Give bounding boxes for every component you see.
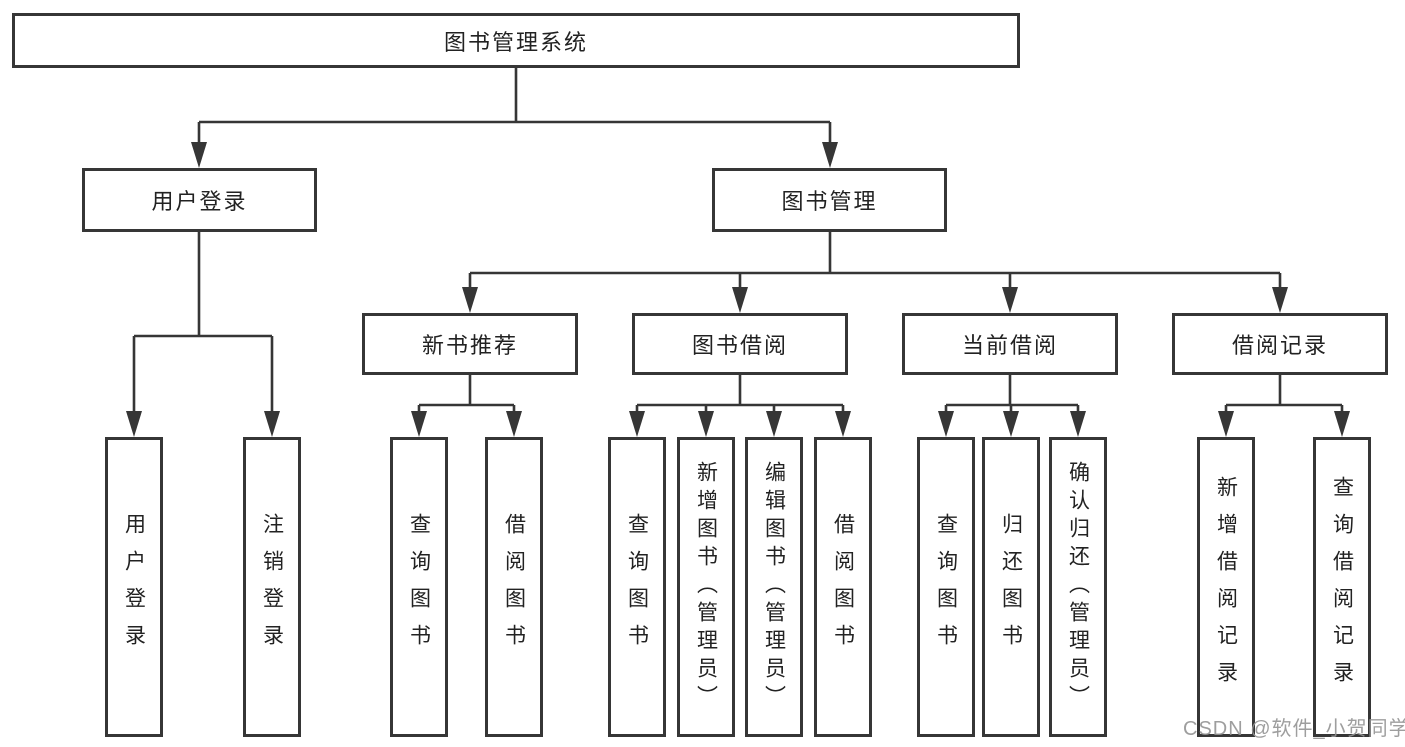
leaf-current-return-label: 归还图书	[999, 513, 1023, 661]
leaf-record-add: 新增借阅记录	[1197, 437, 1255, 737]
node-root-label: 图书管理系统	[443, 29, 588, 55]
arrowhead	[629, 411, 645, 437]
leaf-user-login-label: 用户登录	[122, 513, 146, 661]
leaf-current-query: 查询图书	[917, 437, 975, 737]
connector-book-borrow	[635, 375, 845, 415]
arrowhead	[766, 411, 782, 437]
arrowhead	[1218, 411, 1234, 437]
leaf-newbook-borrow: 借阅图书	[485, 437, 543, 737]
connector-borrow-record	[1224, 375, 1344, 415]
arrowhead	[126, 411, 142, 437]
leaf-borrow-edit-label: 编辑图书（管理员）	[762, 461, 786, 713]
arrowhead	[1002, 287, 1018, 313]
leaf-current-return: 归还图书	[982, 437, 1040, 737]
arrowhead	[1272, 287, 1288, 313]
node-borrow-record-label: 借阅记录	[1231, 333, 1328, 358]
leaf-borrow-query-label: 查询图书	[625, 513, 649, 661]
arrowhead	[1334, 411, 1350, 437]
node-book-mgmt-label: 图书管理	[781, 189, 878, 214]
leaf-current-confirm: 确认归还（管理员）	[1049, 437, 1107, 737]
arrowhead	[1070, 411, 1086, 437]
arrowhead	[506, 411, 522, 437]
connector-new-book	[417, 375, 516, 415]
leaf-borrow-borrow: 借阅图书	[814, 437, 872, 737]
arrowhead	[698, 411, 714, 437]
leaf-record-query: 查询借阅记录	[1313, 437, 1371, 737]
leaf-user-login: 用户登录	[105, 437, 163, 737]
arrowhead	[1003, 411, 1019, 437]
arrowhead	[264, 411, 280, 437]
leaf-record-query-label: 查询借阅记录	[1330, 476, 1354, 698]
leaf-borrow-edit: 编辑图书（管理员）	[745, 437, 803, 737]
node-current-borrow-label: 当前借阅	[961, 333, 1058, 358]
node-new-book: 新书推荐	[362, 313, 578, 375]
connector-current-borrow	[944, 375, 1080, 415]
leaf-newbook-borrow-label: 借阅图书	[502, 513, 526, 661]
leaf-newbook-query-label: 查询图书	[407, 513, 431, 661]
arrowhead	[462, 287, 478, 313]
node-user-login: 用户登录	[82, 168, 317, 232]
arrowhead	[732, 287, 748, 313]
leaf-current-query-label: 查询图书	[934, 513, 958, 661]
leaf-logout: 注销登录	[243, 437, 301, 737]
node-book-borrow: 图书借阅	[632, 313, 848, 375]
leaf-current-confirm-label: 确认归还（管理员）	[1066, 461, 1090, 713]
arrowhead	[411, 411, 427, 437]
connector-root-to-level2	[197, 68, 832, 146]
csdn-watermark: CSDN @软件_小贺同学	[1183, 718, 1405, 740]
connector-book-mgmt	[468, 232, 1282, 291]
leaf-borrow-add-label: 新增图书（管理员）	[694, 461, 718, 713]
leaf-record-add-label: 新增借阅记录	[1214, 476, 1238, 698]
arrowhead	[822, 142, 838, 168]
node-book-borrow-label: 图书借阅	[691, 333, 788, 358]
node-current-borrow: 当前借阅	[902, 313, 1118, 375]
arrowhead	[191, 142, 207, 168]
node-user-login-label: 用户登录	[151, 189, 248, 214]
node-new-book-label: 新书推荐	[421, 333, 518, 358]
node-borrow-record: 借阅记录	[1172, 313, 1388, 375]
arrowhead	[835, 411, 851, 437]
leaf-borrow-borrow-label: 借阅图书	[831, 513, 855, 661]
leaf-borrow-query: 查询图书	[608, 437, 666, 737]
node-book-mgmt: 图书管理	[712, 168, 947, 232]
leaf-newbook-query: 查询图书	[390, 437, 448, 737]
arrowhead	[938, 411, 954, 437]
leaf-borrow-add: 新增图书（管理员）	[677, 437, 735, 737]
node-root: 图书管理系统	[12, 13, 1020, 68]
leaf-logout-label: 注销登录	[260, 513, 284, 661]
connector-user-login	[132, 232, 274, 415]
